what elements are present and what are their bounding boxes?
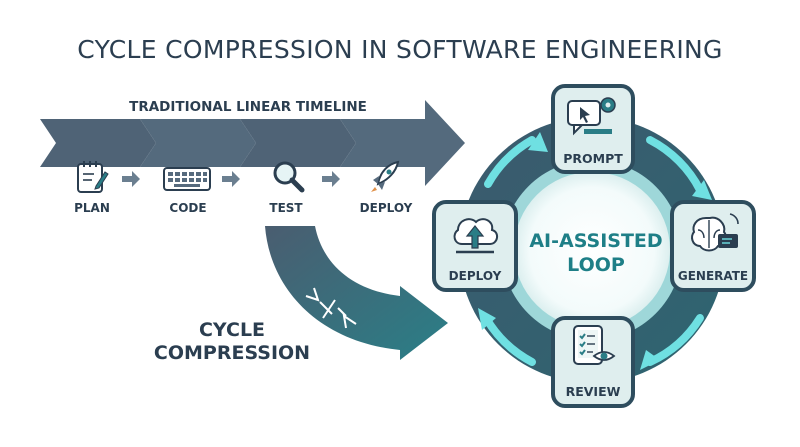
notepad-icon (77, 161, 109, 193)
compression-label-line2: COMPRESSION (154, 342, 310, 364)
arrow-right-icon (322, 171, 340, 187)
cloud-upload-icon (453, 218, 498, 254)
arrowhead-icon (478, 308, 496, 330)
loop-node-generate: GENERATE (670, 200, 756, 292)
cycle-arrowheads (478, 132, 712, 370)
brain-code-icon (691, 213, 739, 252)
arrowhead-icon (528, 132, 548, 152)
timeline-segment-2 (140, 119, 256, 167)
chat-gear-icon (567, 97, 616, 136)
compression-arrow (265, 226, 448, 360)
step-label-deploy: DEPLOY (360, 201, 413, 215)
timeline-segment-1 (40, 119, 156, 167)
step-label-plan: PLAN (74, 201, 110, 215)
node-label-review: REVIEW (566, 384, 621, 399)
arrowhead-icon (640, 350, 660, 370)
step-label-test: TEST (269, 201, 303, 215)
loop-node-review: REVIEW (551, 316, 635, 408)
page-title: CYCLE COMPRESSION IN SOFTWARE ENGINEERIN… (77, 35, 722, 64)
timeline-segment-4 (340, 100, 465, 186)
arrow-right-icon (222, 171, 240, 187)
compress-arrows-icon (305, 287, 357, 329)
loop-node-prompt: PROMPT (551, 84, 635, 174)
loop-center-line1: AI-ASSISTED (529, 230, 662, 252)
arrow-right-icon (122, 171, 140, 187)
loop-center (514, 172, 670, 328)
arrowhead-icon (692, 180, 712, 200)
ai-loop: AI-ASSISTED LOOP PROMPT (432, 84, 756, 408)
node-label-generate: GENERATE (678, 269, 748, 283)
tablet-eye-icon (573, 325, 616, 365)
loop-center-line2: LOOP (567, 254, 625, 276)
loop-node-deploy: DEPLOY (432, 200, 518, 292)
linear-timeline: TRADITIONAL LINEAR TIMELINE (40, 99, 465, 186)
keyboard-icon (163, 167, 211, 191)
timeline-segment-3 (240, 119, 356, 167)
compression-label-line1: CYCLE (199, 319, 265, 341)
step-arrows (122, 171, 340, 187)
step-label-code: CODE (169, 201, 206, 215)
step-labels: PLAN CODE TEST DEPLOY (74, 201, 413, 215)
magnifier-icon (273, 161, 305, 193)
node-label-prompt: PROMPT (563, 151, 623, 166)
timeline-label: TRADITIONAL LINEAR TIMELINE (129, 99, 367, 115)
rocket-icon (371, 160, 400, 192)
node-label-deploy: DEPLOY (449, 269, 502, 283)
